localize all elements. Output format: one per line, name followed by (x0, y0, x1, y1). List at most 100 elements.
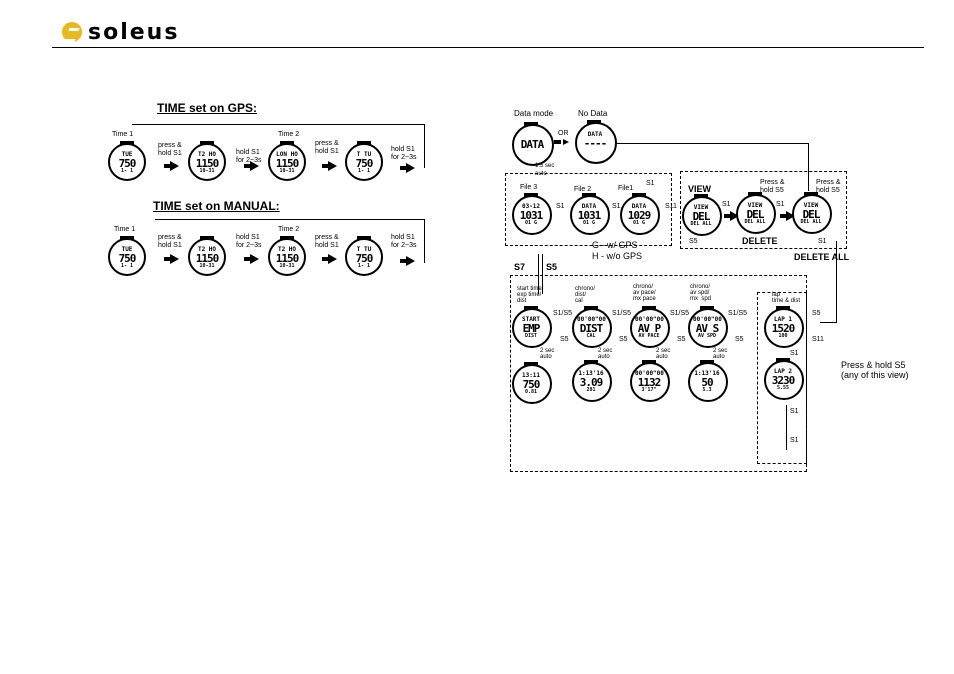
gps-arrow-1-icon (164, 161, 179, 171)
s5-label: S5 (546, 262, 558, 272)
brand-name: soleus (88, 20, 180, 45)
gps-time2-label: Time 2 (278, 131, 300, 138)
lap-flow-line (786, 405, 787, 450)
s7-line (538, 254, 539, 294)
data-mode-label: Data mode (514, 109, 554, 118)
no-data-label: No Data (578, 109, 608, 118)
watch-no-data: DATA---- (575, 120, 617, 164)
d1-auto-label: 2 sec auto (540, 348, 555, 360)
file1-label: File1 (618, 185, 634, 192)
view-s1-label: S1 (722, 201, 731, 208)
manual-time1-label: Time 1 (114, 226, 136, 233)
no-data-line (617, 143, 809, 144)
c1-s1s5-label: S1/S5 (553, 310, 573, 317)
or-arrow-icon (554, 139, 569, 145)
manual-arrow-1-icon (164, 254, 179, 264)
d2-auto-label: 2 sec auto (598, 348, 613, 360)
view-arrow-1-icon (724, 211, 739, 221)
f3-s1-label: S1 (556, 203, 565, 210)
gps-arrow-4-icon (400, 163, 415, 173)
view-s5-label: S5 (689, 238, 698, 245)
col5-label: lap time & dist (772, 292, 801, 304)
gps-section-title: TIME set on GPS: (157, 101, 258, 115)
manual-press-hold-label: press & hold S1 (158, 234, 182, 249)
lap-s11-label: S11 (812, 336, 824, 343)
gps-loop-left-line (132, 124, 156, 125)
s5-line (542, 254, 543, 294)
d4-auto-label: 2 sec auto (713, 348, 728, 360)
watch-data-mode: DATA (512, 122, 554, 166)
lap-s1-label: S1 (790, 350, 799, 357)
gps-hold-label-2: hold S1 for 2~3s (391, 146, 417, 161)
col1-label: start time/ exp time/ dist (517, 286, 544, 304)
s11-label: S11 (665, 203, 677, 210)
gps-hold-label: hold S1 for 2~3s (236, 149, 262, 164)
legend-no-gps: H - w/o GPS (592, 251, 643, 261)
gps-press-hold-label-2: press & hold S1 (315, 140, 339, 155)
no-data-line-down (808, 143, 809, 191)
manual-hold-label: hold S1 for 2~3s (236, 234, 262, 249)
c2-s1s5-label: S1/S5 (612, 310, 632, 317)
f2-s1-label: S1 (612, 203, 621, 210)
c3-s5-label: S5 (677, 336, 686, 343)
gps-arrow-3-icon (322, 161, 337, 171)
manual-loop-top-line (155, 219, 425, 220)
col4-label: chrono/ av spd/ mx spd (690, 284, 712, 302)
press-hold-any-label: Press & hold S5 (any of this view) (841, 360, 909, 380)
delete-all-label: DELETE ALL (794, 252, 850, 262)
lap-s1-label-2: S1 (790, 408, 799, 415)
delete-s1-label: S1 (818, 238, 827, 245)
gps-loop-right-line (424, 124, 425, 168)
col2-label: chrono/ dist/ cal (575, 286, 596, 304)
manual-loop-right-line (424, 219, 425, 263)
right-loop-line (836, 241, 837, 323)
view-box (680, 171, 847, 249)
press-hold-s5-label: Press & hold S5 (760, 179, 785, 194)
legend-gps: G - w/ GPS (592, 240, 638, 250)
header-rule (52, 47, 924, 48)
c3-s1s5-label: S1/S5 (670, 310, 690, 317)
view-label: VIEW (688, 184, 712, 194)
manual-arrow-2-icon (244, 254, 259, 264)
lap-box (757, 292, 807, 464)
press-hold-s5-label-2: Press & hold S5 (816, 179, 841, 194)
manual-press-hold-label-2: press & hold S1 (315, 234, 339, 249)
gps-arrow-2-icon (244, 161, 259, 171)
lap-s1-label-3: S1 (790, 437, 799, 444)
right-loop-h (820, 322, 837, 323)
c4-s1s5-label: S1/S5 (728, 310, 748, 317)
manual-hold-label-2: hold S1 for 2~3s (391, 234, 417, 249)
col3-label: chrono/ av pace/ mx pace (633, 284, 656, 302)
manual-arrow-3-icon (322, 254, 337, 264)
files-box (505, 173, 672, 246)
file-s1-label: S1 (646, 180, 655, 187)
gps-press-hold-label: press & hold S1 (158, 142, 182, 157)
file2-label: File 2 (574, 186, 592, 193)
c4-s5-label: S5 (735, 336, 744, 343)
gps-loop-top-line (155, 124, 425, 125)
manual-time2-label: Time 2 (278, 226, 300, 233)
delete-label: DELETE (742, 236, 778, 246)
view-arrow-2-icon (780, 211, 795, 221)
brand-logo-icon (62, 22, 82, 42)
or-label: OR (558, 130, 569, 137)
